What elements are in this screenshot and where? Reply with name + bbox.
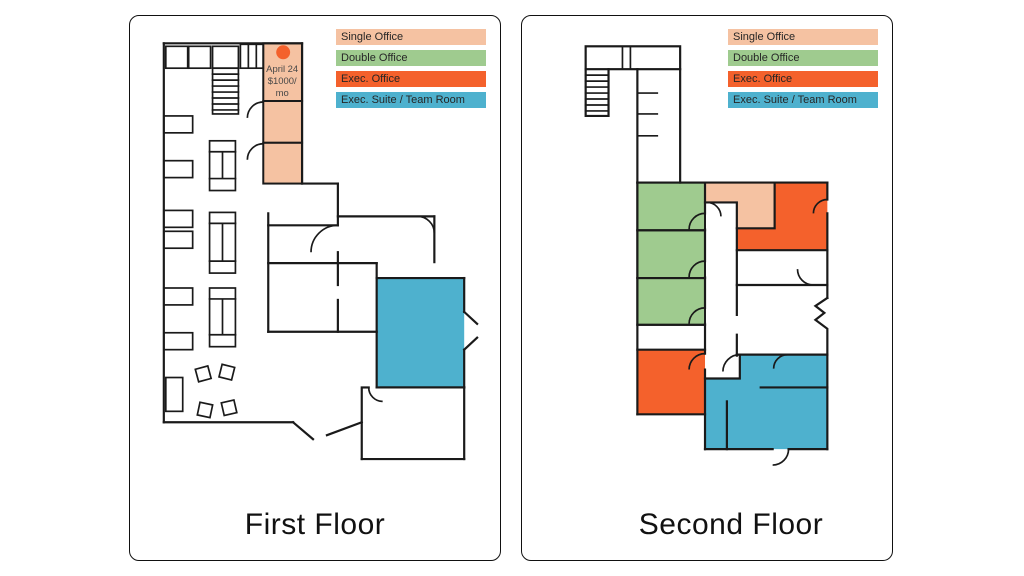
second-floor-plan (584, 45, 829, 466)
legend-item-exec-suite: Exec. Suite / Team Room (336, 92, 486, 108)
legend-label: Exec. Office (341, 73, 401, 85)
listing-dot (276, 45, 291, 60)
first-floor-panel: April 24 $1000/ mo Single Office Double … (129, 15, 501, 561)
desks (162, 115, 194, 413)
exec-suite-room (376, 278, 465, 388)
cubicles (208, 139, 237, 348)
double-office-rooms (636, 181, 707, 326)
listing-annotation: April 24 $1000/ mo (266, 45, 298, 99)
lounge-chairs (194, 363, 238, 419)
legend-label: Double Office (733, 52, 800, 64)
legend-label: Exec. Suite / Team Room (341, 94, 465, 106)
legend-item-exec-office: Exec. Office (336, 71, 486, 87)
legend-label: Single Office (733, 31, 796, 43)
first-floor-title: First Floor (244, 508, 386, 541)
legend-item-single-office: Single Office (336, 29, 486, 45)
annotation-line3: mo (276, 88, 289, 99)
legend-second-floor: Single Office Double Office Exec. Office… (728, 29, 882, 113)
closets (164, 43, 265, 70)
legend-item-exec-suite: Exec. Suite / Team Room (728, 92, 878, 108)
annotation-line2: $1000/ (268, 76, 297, 87)
annotation-line1: April 24 (266, 64, 298, 75)
first-floor-plan: April 24 $1000/ mo (162, 42, 479, 461)
door-arcs (246, 101, 436, 403)
stairs (211, 67, 240, 115)
door-arcs (688, 198, 828, 466)
walls (162, 42, 479, 461)
legend-first-floor: Single Office Double Office Exec. Office… (336, 29, 490, 113)
legend-label: Single Office (341, 31, 404, 43)
legend-item-exec-office: Exec. Office (728, 71, 878, 87)
second-floor-title: Second Floor (638, 508, 824, 541)
single-office-room (705, 182, 775, 229)
corridor-walls (636, 68, 682, 184)
exec-office-rooms (637, 182, 828, 415)
stairs (584, 45, 682, 118)
legend-item-double-office: Double Office (336, 50, 486, 66)
legend-item-single-office: Single Office (728, 29, 878, 45)
legend-item-double-office: Double Office (728, 50, 878, 66)
second-floor-panel: Single Office Double Office Exec. Office… (521, 15, 893, 561)
legend-label: Exec. Office (733, 73, 793, 85)
legend-label: Double Office (341, 52, 408, 64)
exec-suite-rooms (705, 354, 828, 450)
legend-label: Exec. Suite / Team Room (733, 94, 857, 106)
